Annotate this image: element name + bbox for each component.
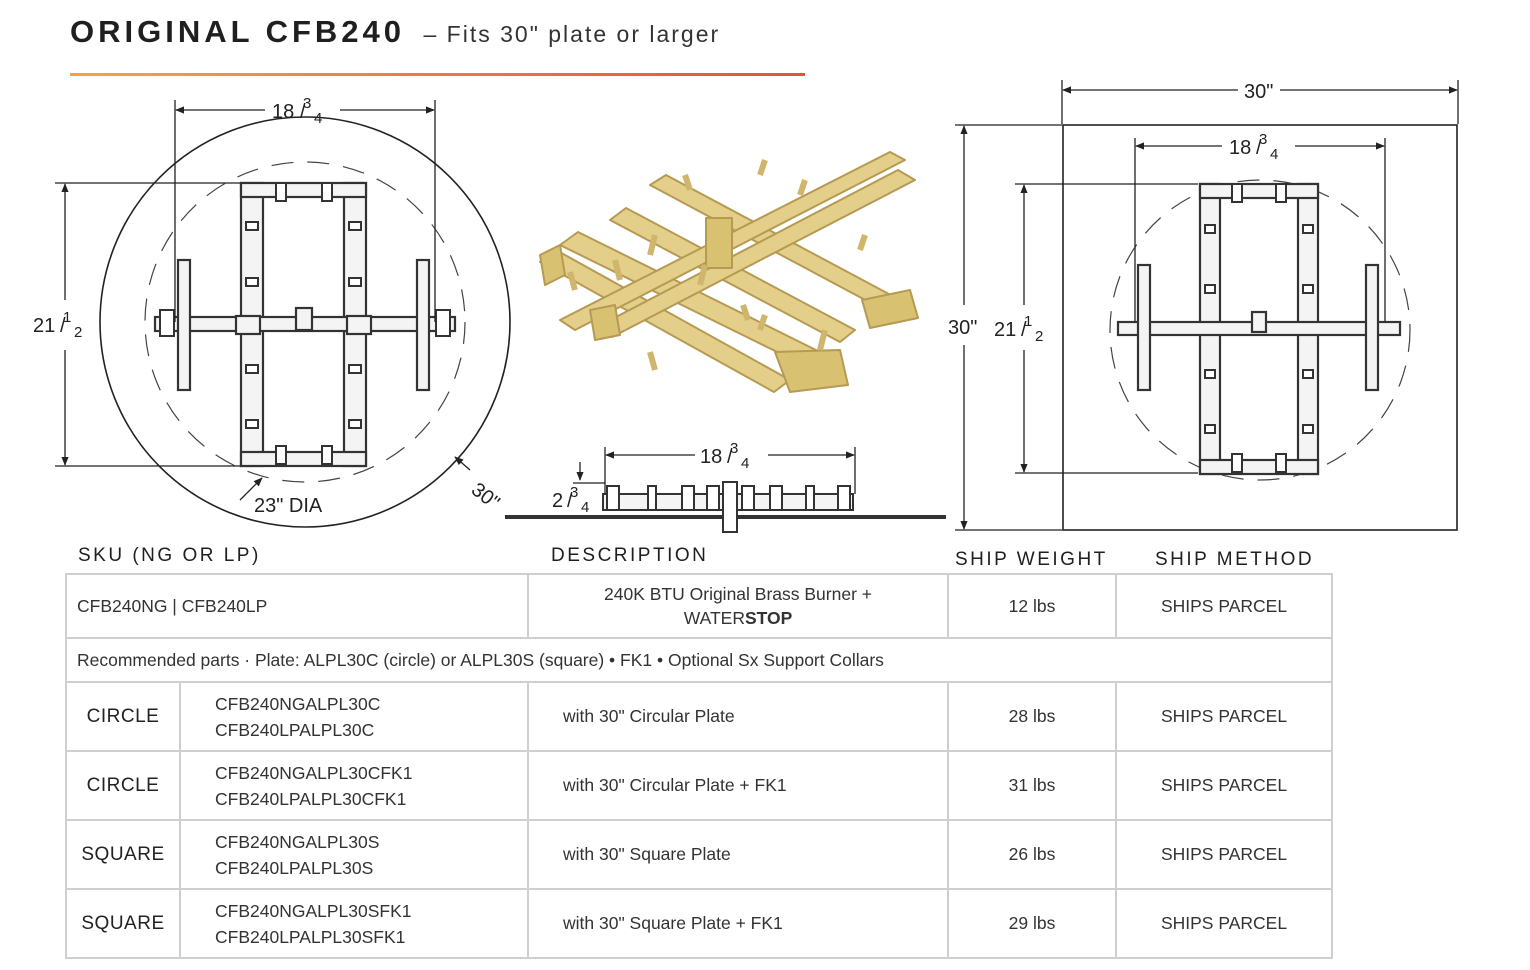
header-sku: SKU (NG OR LP)	[78, 545, 261, 566]
svg-text:/: /	[60, 315, 66, 337]
square-inner-circle	[1109, 179, 1411, 481]
main-description-cell: 240K BTU Original Brass Burner + WATERST…	[527, 573, 950, 639]
dim-length-left: 21	[33, 315, 55, 337]
square-plate-outline	[1062, 124, 1458, 531]
technical-drawings: 18 3 / 4 21 1 / 2 23" DIA 30"	[33, 80, 1459, 533]
svg-text:2: 2	[74, 324, 82, 341]
svg-text:1: 1	[1024, 313, 1032, 330]
dim-width-side: 18	[700, 446, 722, 468]
burner-top-view-left	[153, 181, 457, 468]
shape-cell: SQUARE	[65, 888, 181, 959]
table-row-main: CFB240NG | CFB240LP 240K BTU Original Br…	[64, 573, 1334, 639]
main-weight-cell: 12 lbs	[947, 573, 1118, 639]
shape-cell: SQUARE	[65, 819, 181, 890]
svg-text:4: 4	[1270, 146, 1278, 163]
svg-text:/: /	[300, 101, 306, 123]
svg-text:2: 2	[1035, 328, 1043, 345]
svg-text:/: /	[727, 446, 733, 468]
shape-cell: CIRCLE	[65, 750, 181, 821]
svg-text:4: 4	[314, 110, 322, 127]
dim-length-right: 21	[994, 319, 1016, 341]
outer-circle-30	[99, 116, 511, 528]
weight-cell: 29 lbs	[947, 888, 1118, 959]
weight-cell: 26 lbs	[947, 819, 1118, 890]
method-cell: SHIPS PARCEL	[1115, 681, 1334, 752]
description-cell: with 30" Square Plate + FK1	[527, 888, 950, 959]
dim-outer-dia: 30"	[467, 479, 504, 514]
circle-plate-drawing: 18 3 / 4 21 1 / 2 23" DIA 30"	[33, 95, 511, 528]
brass-burner-image	[539, 151, 919, 393]
dim-square-width: 30"	[1244, 81, 1273, 103]
svg-text:/: /	[567, 490, 573, 512]
square-plate-drawing: 30" 18 3 / 4 30" 21 1 / 2	[948, 80, 1459, 531]
burner-top-view-right	[1116, 182, 1402, 476]
svg-text:/: /	[1256, 137, 1262, 159]
dim-width-left: 18	[272, 101, 294, 123]
svg-text:1: 1	[63, 309, 71, 326]
svg-text:3: 3	[303, 95, 311, 112]
main-method-cell: SHIPS PARCEL	[1115, 573, 1334, 639]
description-cell: with 30" Circular Plate	[527, 681, 950, 752]
recommended-parts: Recommended parts · Plate: ALPL30C (circ…	[64, 637, 1334, 683]
inner-circle-23	[144, 161, 466, 483]
header-ship-weight: SHIP WEIGHT	[955, 549, 1108, 570]
header-description: DESCRIPTION	[551, 545, 709, 566]
dim-inner-dia: 23" DIA	[254, 495, 323, 517]
page-title: ORIGINAL CFB240 – Fits 30" plate or larg…	[70, 14, 720, 50]
shape-cell: CIRCLE	[65, 681, 181, 752]
dim-width-right: 18	[1229, 137, 1251, 159]
side-elevation-drawing: 18 3 / 4 2 3 / 4	[505, 440, 946, 533]
product-title: ORIGINAL CFB240	[70, 14, 406, 49]
description-cell: with 30" Square Plate	[527, 819, 950, 890]
svg-text:4: 4	[741, 455, 749, 472]
product-subtitle: – Fits 30" plate or larger	[423, 21, 721, 47]
method-cell: SHIPS PARCEL	[1115, 819, 1334, 890]
method-cell: SHIPS PARCEL	[1115, 750, 1334, 821]
svg-text:/: /	[1021, 319, 1027, 341]
header-ship-method: SHIP METHOD	[1155, 549, 1315, 570]
dim-square-height: 30"	[948, 317, 977, 339]
description-cell: with 30" Circular Plate + FK1	[527, 750, 950, 821]
main-sku-cell: CFB240NG | CFB240LP	[64, 573, 530, 639]
method-cell: SHIPS PARCEL	[1115, 888, 1334, 959]
svg-text:3: 3	[730, 440, 738, 457]
spec-table: CFB240NG | CFB240LP 240K BTU Original Br…	[64, 573, 1334, 959]
svg-text:3: 3	[570, 484, 578, 501]
weight-cell: 31 lbs	[947, 750, 1118, 821]
dim-height: 2	[552, 490, 563, 512]
svg-text:3: 3	[1259, 131, 1267, 148]
svg-text:4: 4	[581, 499, 589, 516]
title-divider	[70, 73, 805, 76]
table-row-recommended: Recommended parts · Plate: ALPL30C (circ…	[64, 637, 1334, 683]
weight-cell: 28 lbs	[947, 681, 1118, 752]
